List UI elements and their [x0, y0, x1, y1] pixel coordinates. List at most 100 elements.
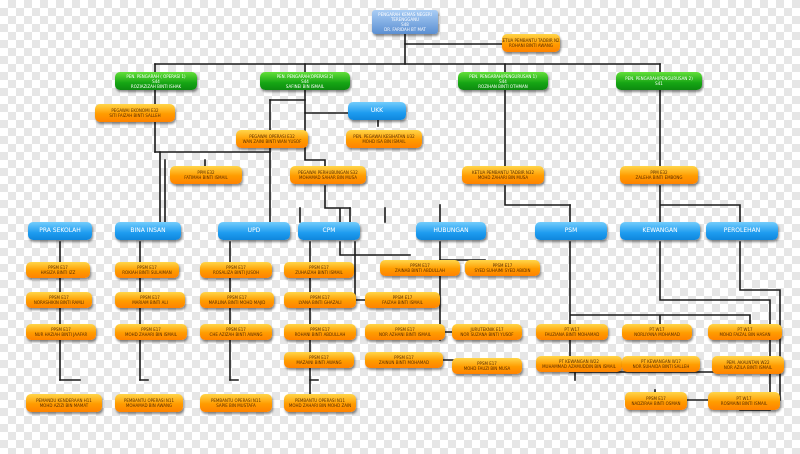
org-node-line: MOHD ISA BIN ISMAIL	[362, 139, 406, 144]
org-node-line: PENGARAH KEMAS NEGERI	[378, 12, 432, 17]
org-node-line: PSM	[564, 227, 578, 235]
org-node-line: PEROLEHAN	[723, 227, 761, 235]
org-node-line: ROSALIZA BINTI JUSOH	[212, 270, 260, 275]
org-node-line: PT W17	[649, 327, 665, 332]
org-node-line: BINA INSAN	[130, 227, 166, 235]
org-node-line: SYED SUHAIMI SYED ABIDIN	[474, 268, 531, 273]
org-node-line: MOHAMAD SAHAR BIN MUSA	[299, 175, 357, 180]
org-node-line: FAUZIANA BINTI MOHAMAD	[544, 332, 600, 337]
org-node-line: NOR AZHANI BINTI ISMAIL	[379, 332, 431, 337]
org-node-line: KEWANGAN	[642, 227, 678, 235]
org-node-line: PPSM E17	[226, 265, 246, 270]
org-node-line: PPSM E17	[137, 265, 157, 270]
org-node-line: LYANA BINTI GHAZALI	[298, 300, 342, 305]
org-node-line: PEGAWAI PERHUBUNGAN S32	[298, 170, 358, 175]
org-node-line: PEMBANTU OPERASI N11	[210, 398, 262, 403]
org-node-u_per: PEROLEHAN	[706, 222, 778, 240]
org-node-line: MOHD ZAHARI BIN MOHD ZAIN	[288, 403, 352, 408]
org-node-line: JURUTEKNIK E17	[470, 327, 504, 332]
org-node-line: ROKIAH BINTI SULAIMAN	[122, 270, 172, 275]
org-node-u_upd: UPD	[218, 222, 290, 240]
org-node-line: SITI FAIZAH BINTI SALLEH	[109, 113, 161, 118]
org-node-line: WAN ZAINI BINTI WAN YUSOF	[242, 139, 302, 144]
org-node-line: PT W17	[564, 327, 580, 332]
org-node-line: PPSM E17	[310, 327, 330, 332]
org-node-line: NORLIYANA MOHAMAD	[634, 332, 680, 337]
org-node-line: FATIMAH BINTI ISMAIL	[184, 175, 228, 180]
org-node-line: PPSM E17	[309, 265, 329, 270]
org-node-line: PEMBANTU OPERASI N11	[294, 398, 346, 403]
org-node-line: PPSM E17	[140, 295, 160, 300]
org-node-line: KETUA PEMBANTU TADBIR N32	[471, 170, 535, 175]
org-node-p2: PEN. PENGARAH(PENGURUSAN 2)S41	[616, 72, 702, 90]
org-node-line: HUBUNGAN	[433, 227, 469, 235]
org-node-line: PPSM E17	[492, 263, 513, 268]
org-node-line: ZUHAIZAH BINTI ISMAIL	[295, 270, 343, 275]
org-node-line: MOHD ZAHARI BIN ISMAIL	[125, 332, 177, 337]
org-node-line: PT KEWANGAN W22	[559, 359, 599, 364]
org-node-line: PEN. PENGARAH(OPERASI 2)	[276, 73, 334, 79]
org-node-line: PPSM E17	[49, 295, 69, 300]
org-node-line: MOHD AZIZI BIN MAMAT	[39, 403, 89, 408]
org-node-line: ROSMAINI BINTI ISMAIL	[720, 401, 768, 406]
org-node-line: PRA SEKOLAH	[39, 227, 81, 235]
org-node-line: ZAINUN BINTI MOHAMAD	[378, 360, 430, 365]
org-node-u_cpm: CPM	[298, 222, 360, 240]
org-node-line: MOHD FAUZI BIN MUSA	[463, 366, 511, 371]
org-node-line: MUHAMMAD AZAMUDDIN BIN ISMAIL	[542, 364, 616, 369]
org-node-line: S44	[301, 78, 309, 84]
org-node-line: ROHANI BINTI AWANG	[508, 43, 553, 48]
org-node-line: ROZIAZIZAH BINTI ISHAK	[130, 83, 182, 89]
org-node-line: PPSM E17	[646, 396, 666, 401]
org-node-line: MOHAMAD BIN AWANG	[125, 403, 173, 408]
org-node-line: PEMANDU KENDERAAN H11	[36, 398, 92, 403]
org-node-line: PPSM E17	[48, 265, 68, 270]
org-node-u_kew: KEWANGAN	[620, 222, 700, 240]
org-node-line: PEN. PEGAWAI KESIHATAN U32	[353, 134, 415, 139]
org-node-line: PPSM E17	[51, 327, 71, 332]
org-node-line: SAPIE BIN MUSTAFA	[216, 403, 256, 408]
org-node-line: NUR HAZIAH BINTI JAAFAR	[34, 332, 88, 337]
org-node-u_psm: PSM	[535, 222, 607, 240]
org-node-line: PT W17	[736, 396, 752, 401]
org-node-line: S41	[655, 81, 663, 86]
org-node-line: PPSM E17	[141, 327, 161, 332]
org-node-line: UKK	[370, 107, 384, 115]
org-node-line: PPM E32	[197, 170, 215, 175]
org-node-line: PPSM E17	[394, 355, 414, 360]
org-node-line: NOR AZILA BINTI ISMAIL	[723, 365, 773, 370]
org-node-u_hub: HUBUNGAN	[416, 222, 486, 240]
org-node-line: S44	[152, 78, 160, 84]
org-node-line: PPM E32	[650, 170, 668, 175]
org-node-line: TERENGGANU	[390, 17, 420, 22]
org-node-line: MARLINA BINTI MOHD MAJID	[208, 300, 266, 305]
org-node-line: PEN. PENGARAH(PENGURUSAN 2)	[625, 76, 693, 81]
org-node-line: NOR SUHAIDA BINTI SALLEH	[632, 364, 690, 369]
org-node-line: PEN. PENGARAH ( OPERASI 1)	[126, 73, 186, 79]
org-node-line: PPSM E17	[477, 361, 497, 366]
